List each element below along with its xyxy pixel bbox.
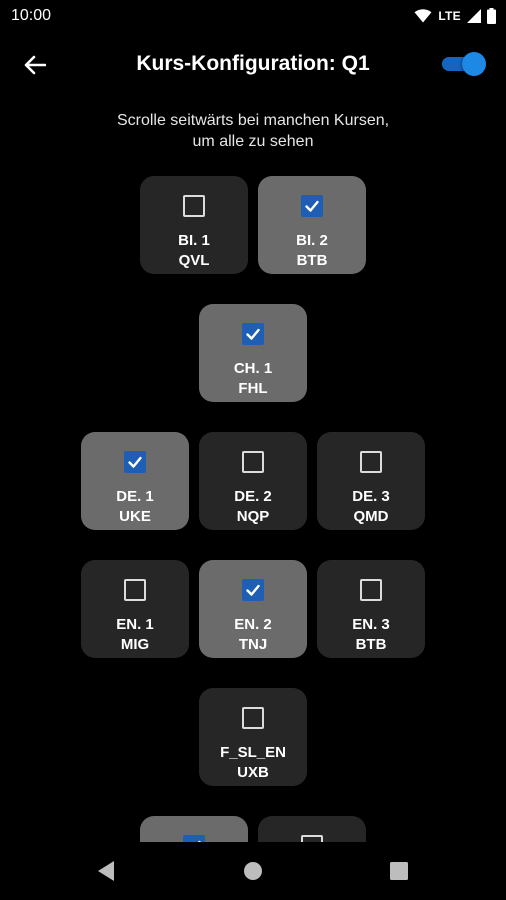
check-icon	[246, 584, 260, 596]
back-arrow-icon	[24, 55, 46, 75]
course-code: FHL	[238, 380, 268, 397]
course-name: DE. 2	[234, 488, 272, 505]
nav-recents-icon	[390, 862, 408, 880]
nav-home-button[interactable]	[241, 859, 265, 883]
course-checkbox[interactable]	[301, 835, 323, 842]
course-tile[interactable]	[258, 816, 366, 842]
course-checkbox[interactable]	[360, 579, 382, 601]
course-code: UKE	[119, 508, 151, 525]
course-tile[interactable]: DE. 3 QMD	[317, 432, 425, 530]
course-code: MIG	[120, 636, 150, 653]
course-name: BI. 2	[296, 232, 328, 249]
signal-icon	[467, 9, 481, 23]
check-icon	[246, 328, 260, 340]
battery-icon	[487, 8, 496, 24]
course-tile[interactable]	[140, 816, 248, 842]
course-tile[interactable]: EN. 3 BTB	[317, 560, 425, 658]
course-code: BTB	[355, 636, 387, 653]
nav-back-icon	[98, 861, 114, 881]
scroll-hint-line2: um alle zu sehen	[192, 133, 314, 150]
course-row: DE. 1 UKE DE. 2 NQP DE. 3 QMD	[0, 432, 506, 530]
course-checkbox[interactable]	[301, 195, 323, 217]
nav-home-icon	[244, 862, 262, 880]
course-checkbox[interactable]	[242, 579, 264, 601]
wifi-icon	[414, 9, 432, 23]
check-icon	[305, 200, 319, 212]
status-icons: LTE	[414, 7, 496, 25]
app-bar: Kurs-Konfiguration: Q1	[0, 32, 506, 98]
course-checkbox[interactable]	[124, 451, 146, 473]
config-toggle[interactable]	[440, 52, 486, 76]
course-row: EN. 1 MIG EN. 2 TNJ EN. 3 BTB	[0, 560, 506, 658]
course-name: DE. 3	[352, 488, 390, 505]
page-title: Kurs-Konfiguration: Q1	[136, 52, 370, 75]
course-code: BTB	[296, 252, 328, 269]
scroll-hint-line1: Scrolle seitwärts bei manchen Kursen,	[116, 112, 390, 129]
course-row	[0, 816, 506, 842]
nav-back-button[interactable]	[94, 859, 118, 883]
course-name: F_SL_EN	[220, 744, 286, 761]
check-icon	[128, 456, 142, 468]
course-checkbox[interactable]	[360, 451, 382, 473]
course-row: BI. 1 QVL BI. 2 BTB	[0, 176, 506, 274]
course-tile[interactable]: DE. 1 UKE	[81, 432, 189, 530]
course-tile[interactable]: EN. 1 MIG	[81, 560, 189, 658]
course-name: EN. 1	[116, 616, 154, 633]
course-code: QMD	[353, 508, 389, 525]
back-button[interactable]	[16, 46, 54, 84]
status-bar: 10:00 LTE	[0, 0, 506, 32]
course-checkbox[interactable]	[242, 451, 264, 473]
course-name: DE. 1	[116, 488, 154, 505]
status-time: 10:00	[11, 7, 52, 24]
course-row: F_SL_EN UXB	[0, 688, 506, 786]
course-tile[interactable]: BI. 2 BTB	[258, 176, 366, 274]
course-tile[interactable]: DE. 2 NQP	[199, 432, 307, 530]
course-name: CH. 1	[233, 360, 273, 377]
course-checkbox[interactable]	[242, 323, 264, 345]
navigation-bar	[0, 842, 506, 900]
course-row: CH. 1 FHL	[0, 304, 506, 402]
course-code: TNJ	[238, 636, 268, 653]
course-tile[interactable]: CH. 1 FHL	[199, 304, 307, 402]
course-tile[interactable]: EN. 2 TNJ	[199, 560, 307, 658]
course-checkbox[interactable]	[242, 707, 264, 729]
course-tile[interactable]: BI. 1 QVL	[140, 176, 248, 274]
course-checkbox[interactable]	[183, 195, 205, 217]
course-code: QVL	[178, 252, 210, 269]
course-tile[interactable]: F_SL_EN UXB	[199, 688, 307, 786]
course-list[interactable]: BI. 1 QVL BI. 2 BTB CH. 1 FHL DE. 1 UKE DE. 2 NQP…	[0, 176, 506, 842]
course-name: EN. 3	[352, 616, 390, 633]
scroll-hint: Scrolle seitwärts bei manchen Kursen, um…	[40, 110, 466, 152]
course-checkbox[interactable]	[124, 579, 146, 601]
nav-recents-button[interactable]	[387, 859, 411, 883]
network-type: LTE	[438, 9, 461, 23]
course-checkbox[interactable]	[183, 835, 205, 842]
course-code: UXB	[237, 764, 269, 781]
course-code: NQP	[236, 508, 270, 525]
toggle-thumb	[462, 52, 486, 76]
course-name: EN. 2	[234, 616, 272, 633]
course-name: BI. 1	[178, 232, 210, 249]
